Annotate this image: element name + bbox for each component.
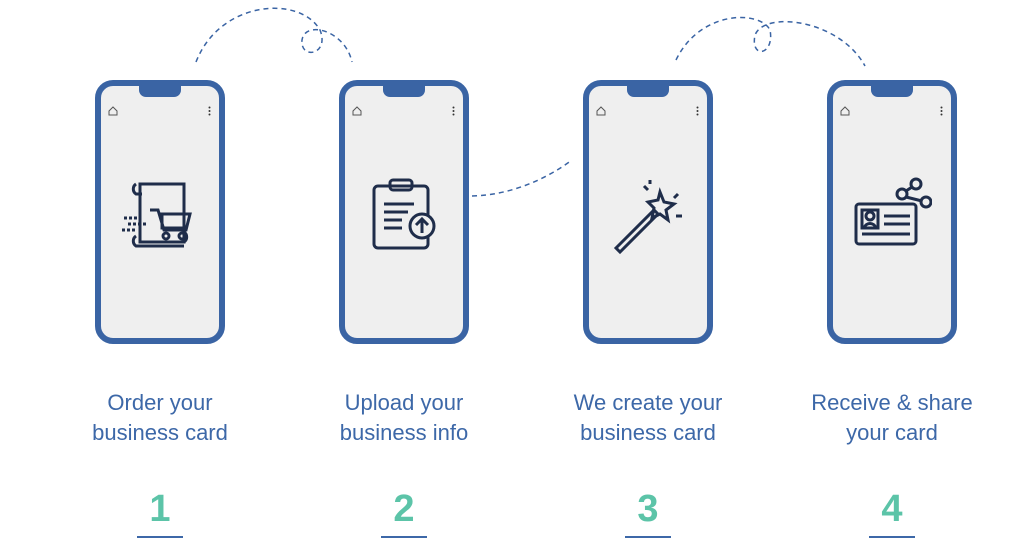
magic-wand-icon bbox=[608, 176, 688, 256]
step-label-line1: We create your bbox=[573, 390, 723, 415]
arrow-1-2 bbox=[195, 7, 353, 63]
step-label: Receive & share your card bbox=[772, 388, 1012, 448]
step-4: Receive & share your card 4 bbox=[732, 0, 976, 544]
step-label-line1: Receive & share bbox=[811, 390, 973, 415]
step-label-line2: business info bbox=[339, 420, 469, 445]
more-vertical-icon bbox=[208, 106, 211, 116]
step-number: 2 bbox=[393, 488, 415, 530]
step-underline bbox=[137, 536, 183, 538]
cart-scroll-icon bbox=[120, 176, 200, 256]
step-number: 4 bbox=[881, 488, 903, 530]
step-3: We create your business card 3 bbox=[488, 0, 732, 544]
arrow-2-3 bbox=[471, 159, 573, 197]
step-label-line2: your card bbox=[846, 420, 938, 445]
step-label-line1: Upload your bbox=[344, 390, 464, 415]
step-label: We create your business card bbox=[528, 388, 768, 448]
phone-notch bbox=[871, 84, 913, 97]
step-label-line1: Order your bbox=[107, 390, 213, 415]
phone-mockup bbox=[583, 80, 713, 344]
phone-mockup bbox=[339, 80, 469, 344]
step-number: 1 bbox=[149, 488, 171, 530]
step-label-line2: business card bbox=[580, 420, 716, 445]
more-vertical-icon bbox=[452, 106, 455, 116]
step-number: 3 bbox=[637, 488, 659, 530]
home-icon bbox=[596, 106, 606, 116]
phone-notch bbox=[139, 84, 181, 97]
step-2: Upload your business info 2 bbox=[244, 0, 488, 544]
home-icon bbox=[840, 106, 850, 116]
home-icon bbox=[352, 106, 362, 116]
more-vertical-icon bbox=[696, 106, 699, 116]
phone-notch bbox=[383, 84, 425, 97]
home-icon bbox=[108, 106, 118, 116]
step-label-line2: business card bbox=[92, 420, 228, 445]
id-card-share-icon bbox=[852, 176, 933, 256]
clipboard-upload-icon bbox=[364, 176, 444, 256]
step-underline bbox=[869, 536, 915, 538]
phone-mockup bbox=[95, 80, 225, 344]
arrow-3-4 bbox=[675, 16, 866, 67]
step-label: Upload your business info bbox=[284, 388, 524, 448]
phone-mockup bbox=[827, 80, 957, 344]
more-vertical-icon bbox=[940, 106, 943, 116]
step-underline bbox=[625, 536, 671, 538]
step-underline bbox=[381, 536, 427, 538]
step-1: Order your business card 1 bbox=[0, 0, 244, 544]
phone-notch bbox=[627, 84, 669, 97]
step-label: Order your business card bbox=[40, 388, 280, 448]
